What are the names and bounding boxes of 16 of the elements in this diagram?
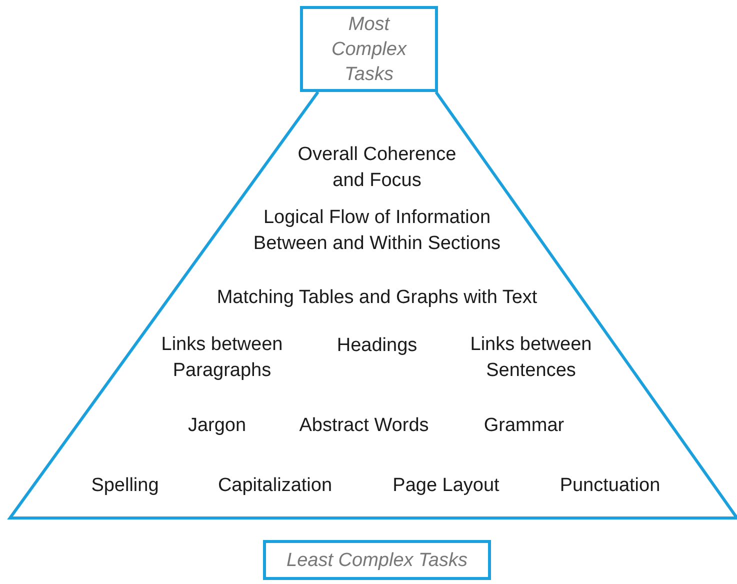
pyramid-label: Page Layout xyxy=(392,474,500,498)
pyramid-label: Punctuation xyxy=(558,474,662,498)
heading-box: Most Complex Tasks xyxy=(300,6,438,92)
pyramid-label: Abstract Words xyxy=(298,414,430,438)
pyramid-label: Capitalization xyxy=(216,474,334,498)
pyramid-label: Headings xyxy=(336,334,418,358)
pyramid-label: Links between Paragraphs xyxy=(160,333,284,383)
pyramid-label: Overall Coherence and Focus xyxy=(296,143,458,193)
pyramid-label: Logical Flow of Information Between and Within Sections xyxy=(252,206,502,256)
pyramid-label: Matching Tables and Graphs with Text xyxy=(216,286,538,310)
heading-box: Least Complex Tasks xyxy=(263,540,491,580)
pyramid-label: Jargon xyxy=(186,414,248,438)
pyramid-label: Links between Sentences xyxy=(469,333,593,383)
pyramid-label: Grammar xyxy=(482,414,566,438)
pyramid-outline xyxy=(7,91,737,520)
pyramid-label: Spelling xyxy=(90,474,160,498)
